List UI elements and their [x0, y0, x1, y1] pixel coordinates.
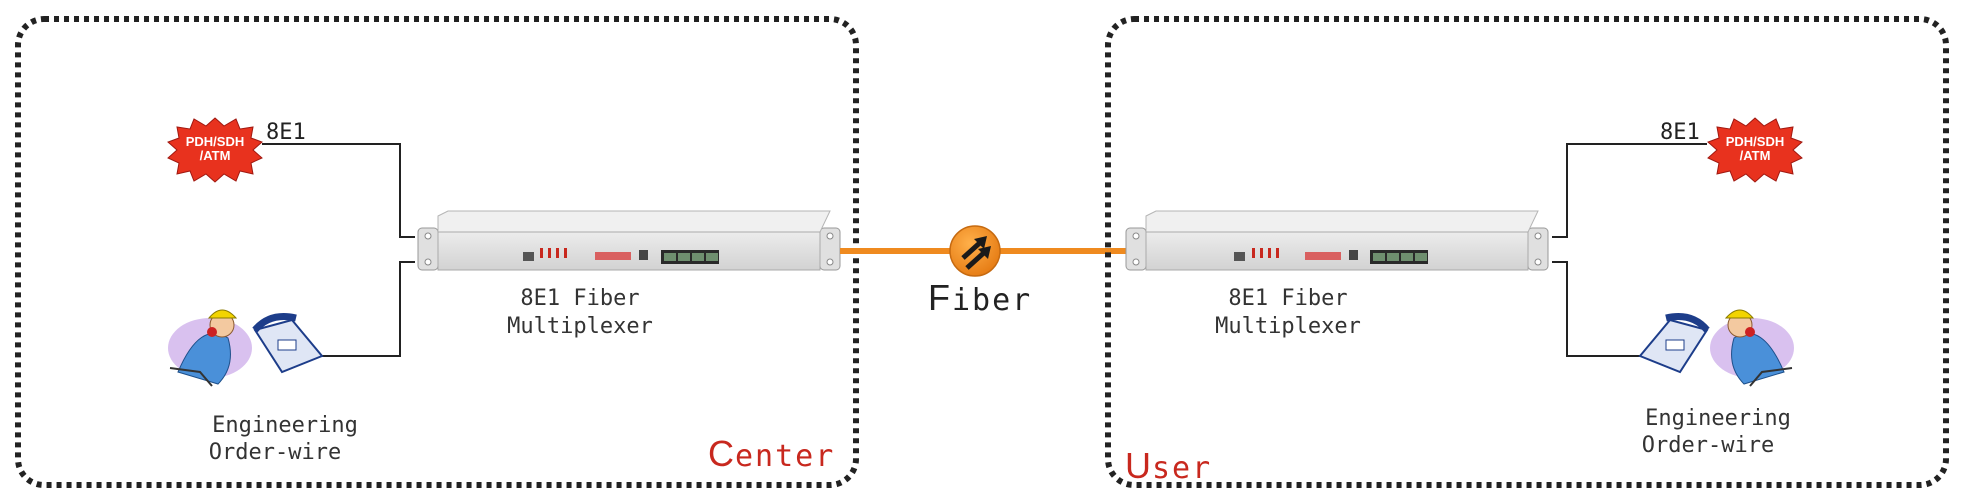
e1-label-right: 8E1	[1660, 120, 1700, 145]
device-label-line1-left: 8E1 Fiber	[520, 286, 639, 311]
device-label-line1-right: 8E1 Fiber	[1228, 286, 1347, 311]
multiplexer-device-left	[417, 210, 841, 271]
orderwire-link-right	[1552, 261, 1640, 357]
fiber-arrows-icon	[949, 225, 1001, 277]
zone-title-rest-right: ser	[1152, 451, 1212, 486]
e1-link-left	[262, 143, 415, 238]
telephone-icon-right	[1638, 313, 1710, 374]
pdh-sdh-atm-badge-right: PDH/SDH /ATM	[1707, 117, 1803, 183]
badge-text-line1: PDH/SDH	[186, 134, 245, 149]
user-zone-border	[1105, 16, 1949, 488]
telephone-icon-left	[252, 313, 324, 374]
device-label-line2-right: Multiplexer	[1215, 314, 1361, 339]
device-label-line2-left: Multiplexer	[507, 314, 653, 339]
badge-text-line2: /ATM	[1740, 148, 1771, 163]
zone-title-initial-right: U	[1125, 445, 1151, 486]
zone-title-rest-left: enter	[735, 439, 835, 474]
orderwire-label-line1-right: Engineering	[1645, 406, 1791, 431]
multiplexer-device-right	[1125, 210, 1549, 271]
orderwire-label-line2-right: Order-wire	[1642, 433, 1774, 458]
fiber-label-initial: F	[928, 277, 950, 318]
badge-text-line2: /ATM	[200, 148, 231, 163]
fiber-link: F iber	[840, 225, 1128, 318]
user-zone: 8E1 Fiber Multiplexer 8E1 PDH/SDH /ATM E…	[1105, 16, 1949, 488]
operator-icon-right	[1710, 309, 1794, 387]
orderwire-link-left	[322, 261, 415, 357]
orderwire-label-line1-left: Engineering	[212, 413, 358, 438]
badge-text-line1: PDH/SDH	[1726, 134, 1785, 149]
operator-icon-left	[168, 309, 252, 387]
zone-title-initial-left: C	[708, 433, 734, 474]
fiber-label-rest: iber	[952, 283, 1032, 318]
pdh-sdh-atm-badge-left: PDH/SDH /ATM	[167, 117, 263, 183]
e1-label-left: 8E1	[266, 120, 306, 145]
e1-link-right	[1552, 143, 1707, 238]
center-zone: PDH/SDH /ATM 8E1	[15, 16, 859, 488]
orderwire-label-line2-left: Order-wire	[209, 440, 341, 465]
